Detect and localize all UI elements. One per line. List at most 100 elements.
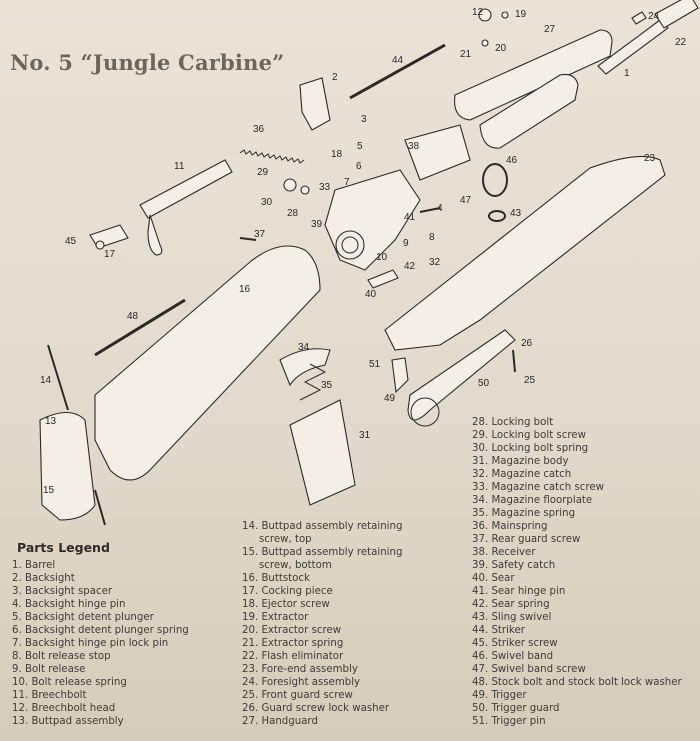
callout-40: 40 [365, 289, 377, 300]
callout-50: 50 [478, 378, 490, 389]
callout-34: 34 [298, 342, 310, 353]
legend-item: 6. Backsight detent plunger spring [12, 625, 189, 636]
buttpad-screw-top [47, 344, 69, 411]
legend-item: 48. Stock bolt and stock bolt lock washe… [472, 677, 682, 688]
callout-21: 21 [460, 49, 472, 60]
striker-part [349, 43, 446, 100]
callout-1: 1 [624, 68, 630, 79]
legend-item: 26. Guard screw lock washer [242, 703, 390, 714]
barrel-part [597, 0, 699, 75]
callout-46: 46 [506, 155, 518, 166]
callout-7: 7 [344, 177, 350, 188]
callout-11: 11 [174, 161, 185, 172]
swivel-band-part [482, 163, 508, 197]
small-parts [95, 8, 516, 373]
legend-item: 3. Backsight spacer [12, 586, 113, 597]
legend-item: 37. Rear guard screw [472, 534, 581, 545]
callout-4: 4 [437, 203, 443, 214]
callout-30: 30 [261, 197, 273, 208]
legend-item: 27. Handguard [242, 716, 318, 727]
callout-20: 20 [495, 43, 507, 54]
legend-item: 41. Sear hinge pin [472, 586, 566, 597]
legend-item: 23. Fore-end assembly [242, 664, 358, 675]
legend-item: 40. Sear [472, 573, 515, 584]
callout-23: 23 [644, 153, 656, 164]
callout-9: 9 [403, 238, 409, 249]
callout-45: 45 [65, 236, 77, 247]
legend-item: 2. Backsight [12, 573, 75, 584]
legend-item: 45. Striker screw [472, 638, 558, 649]
callout-51: 51 [369, 359, 381, 370]
callout-38: 38 [408, 141, 420, 152]
legend-column-2: 14. Buttpad assembly retaining screw, top… [242, 520, 402, 728]
legend-item: 44. Striker [472, 625, 525, 636]
legend-item: 17. Cocking piece [242, 586, 333, 597]
page-title: No. 5 “Jungle Carbine” [10, 50, 285, 75]
callout-33: 33 [319, 182, 331, 193]
legend-item: 15. Buttpad assembly retaining [242, 547, 403, 558]
callout-labels: 1234567891011121314151617181920212223242… [40, 7, 687, 496]
legend-item: 47. Swivel band screw [472, 664, 586, 675]
magazine-floorplate-part [279, 348, 331, 387]
legend-item: 46. Swivel band [472, 651, 554, 662]
magazine-body-part [289, 399, 356, 506]
legend-item: 13. Buttpad assembly [12, 716, 124, 727]
backsight-part [299, 77, 331, 131]
legend-item: 20. Extractor screw [242, 625, 342, 636]
legend-heading: Parts Legend [17, 540, 110, 555]
legend-item: 43. Sling swivel [472, 612, 552, 623]
callout-8: 8 [429, 232, 435, 243]
legend-item: 8. Bolt release stop [12, 651, 111, 662]
callout-48: 48 [127, 311, 139, 322]
legend-item: 34. Magazine floorplate [472, 495, 593, 506]
callout-44: 44 [392, 55, 404, 66]
callout-32: 32 [429, 257, 441, 268]
legend-item: 30. Locking bolt spring [472, 443, 589, 454]
legend-item: 42. Sear spring [472, 599, 550, 610]
legend-item: 18. Ejector screw [242, 599, 330, 610]
callout-47: 47 [460, 195, 472, 206]
callout-24: 24 [648, 11, 660, 22]
callout-3: 3 [361, 114, 367, 125]
callout-42: 42 [404, 261, 416, 272]
legend-item: 7. Backsight hinge pin lock pin [12, 638, 169, 649]
magazine-spring-part [299, 363, 327, 401]
callout-35: 35 [321, 380, 333, 391]
legend-item: 22. Flash eliminator [242, 651, 344, 662]
breechbolt-part [139, 159, 233, 256]
callout-18: 18 [331, 149, 343, 160]
callout-5: 5 [357, 141, 363, 152]
legend-item: 49. Trigger [472, 690, 527, 701]
legend-item: 4. Backsight hinge pin [12, 599, 126, 610]
legend-item: 38. Receiver [472, 547, 536, 558]
trigger-part [391, 357, 409, 394]
callout-2: 2 [332, 72, 338, 83]
legend-item: 51. Trigger pin [472, 716, 546, 727]
callout-19: 19 [515, 9, 527, 20]
callout-10: 10 [376, 252, 388, 263]
sling-swivel-part [488, 210, 506, 222]
legend-item: 14. Buttpad assembly retaining [242, 521, 403, 532]
legend-item: 16. Buttstock [242, 573, 310, 584]
legend-item: screw, bottom [259, 560, 332, 571]
legend-item: 12. Breechbolt head [12, 703, 116, 714]
mainspring-part [239, 149, 305, 164]
buttpad-part [39, 411, 96, 521]
legend-item: 24. Foresight assembly [242, 677, 361, 688]
legend-item: screw, top [259, 534, 312, 545]
callout-49: 49 [384, 393, 396, 404]
callout-39: 39 [311, 219, 323, 230]
callout-29: 29 [257, 167, 269, 178]
flash-eliminator-part [479, 73, 579, 149]
legend-item: 39. Safety catch [472, 560, 556, 571]
legend-item: 11. Breechbolt [12, 690, 87, 701]
legend-item: 21. Extractor spring [242, 638, 344, 649]
callout-6: 6 [356, 161, 362, 172]
buttpad-screw-bottom [94, 489, 106, 526]
buttstock-part [94, 245, 321, 481]
legend-item: 25. Front guard screw [242, 690, 353, 701]
callout-22: 22 [675, 37, 687, 48]
legend-item: 31. Magazine body [472, 456, 569, 467]
